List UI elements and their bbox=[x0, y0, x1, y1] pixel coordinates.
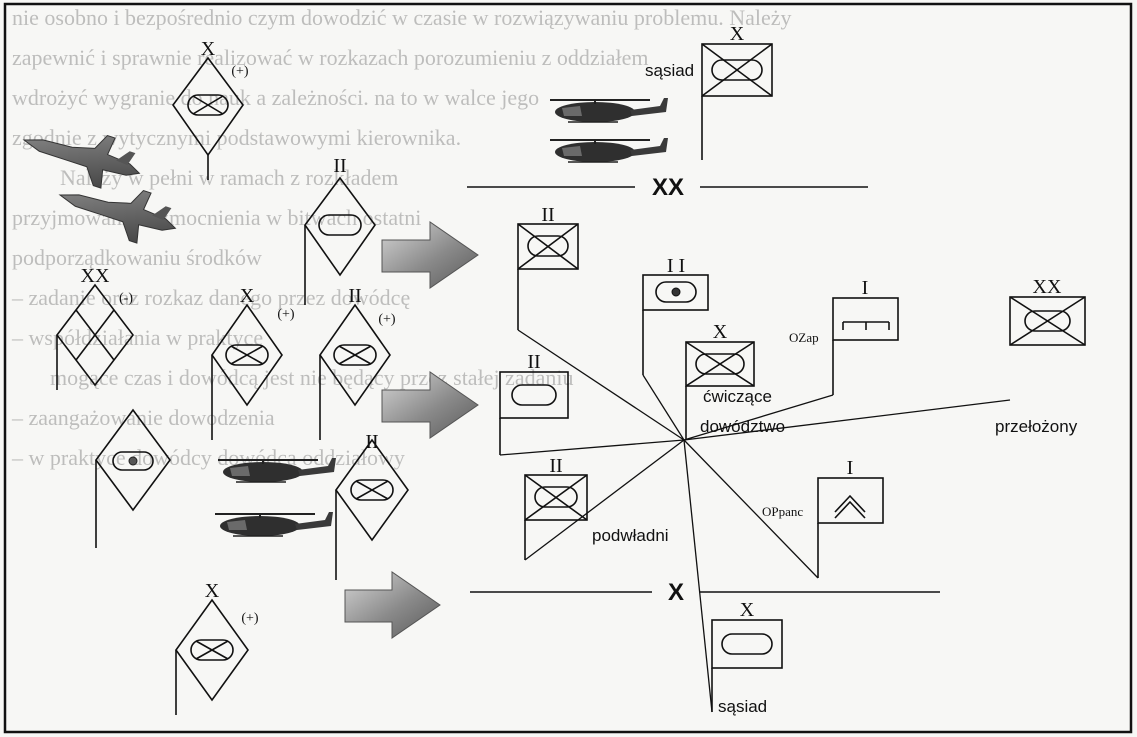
modifier-plus-mid: (+) bbox=[277, 307, 295, 322]
modifier-plus-ii: (+) bbox=[378, 312, 396, 327]
unit-x-plus-bottom bbox=[175, 598, 249, 715]
bg-text-line: przyjmowanie wzmocnienia w bitwach ostat… bbox=[12, 205, 422, 230]
echelon-i-engineer: I bbox=[862, 277, 869, 299]
label-exercising: ćwiczące bbox=[703, 387, 772, 406]
modifier-plus-bottom: (+) bbox=[241, 611, 259, 626]
label-subordinates: podwładni bbox=[592, 526, 669, 545]
bg-text-line: zapewnić i sprawnie realizować w rozkaza… bbox=[12, 45, 649, 70]
echelon-ii-low: II bbox=[365, 431, 378, 453]
unit-neighbor-bottom bbox=[711, 619, 783, 712]
boundary-label-xx: XX bbox=[652, 174, 684, 201]
signal-ii-dot bbox=[671, 287, 681, 297]
transfer-arrows bbox=[344, 221, 479, 639]
bg-text-line: podporządkowaniu środków bbox=[12, 245, 262, 270]
echelon-ii-mid: II bbox=[348, 285, 361, 307]
echelon-ii-upper: II bbox=[541, 204, 554, 226]
label-neighbor-bottom: sąsiad bbox=[718, 697, 767, 716]
bg-text-line: zgodnie z wytycznymi podstawowymi kierow… bbox=[12, 125, 462, 150]
signal-dot bbox=[128, 456, 138, 466]
unit-signal-ii bbox=[642, 274, 709, 375]
bg-text-line: – zaangażowanie dowodzenia bbox=[12, 405, 275, 430]
bg-text-line: nie osobno i bezpośrednio czym dowodzić … bbox=[12, 5, 792, 30]
echelon-x-bottom-neighbor: X bbox=[740, 599, 755, 621]
unit-engineer-i bbox=[832, 297, 899, 395]
unit-ii-upper bbox=[517, 223, 579, 330]
unit-ii-low bbox=[335, 438, 409, 580]
unit-x-plus-mid bbox=[211, 303, 283, 440]
echelon-x-center: X bbox=[713, 321, 728, 343]
boundary-label-x: X bbox=[668, 579, 684, 606]
command-lines bbox=[499, 329, 1011, 713]
unit-xx-superior bbox=[1009, 296, 1086, 346]
unit-signal-diamond bbox=[95, 408, 171, 548]
echelon-i-antitank: I bbox=[847, 457, 854, 479]
label-superior: przełożony bbox=[995, 417, 1078, 436]
unit-neighbor-top bbox=[701, 43, 773, 160]
echelon-xx: XX bbox=[81, 265, 110, 287]
echelon-ii-left: II bbox=[527, 351, 540, 373]
modifier-plus-top: (+) bbox=[231, 64, 249, 79]
label-neighbor-top: sąsiad bbox=[645, 61, 694, 80]
unit-ii-lower bbox=[524, 474, 588, 560]
echelon-x-bottom: X bbox=[205, 580, 220, 602]
jet-aircraft-icons bbox=[16, 110, 184, 254]
echelon-xx-right: XX bbox=[1033, 276, 1062, 298]
bg-text-line: – współdziałania w praktyce bbox=[12, 325, 264, 350]
bg-text-line: – w praktyce dowódcy dowódca oddziałowy bbox=[12, 445, 405, 470]
echelon-neighbor-top: X bbox=[730, 23, 745, 45]
unit-xx-minus bbox=[55, 283, 135, 390]
echelon-x-top: X bbox=[201, 38, 216, 60]
unit-antitank-i bbox=[817, 477, 884, 578]
unit-x-exercising-hq bbox=[685, 341, 755, 440]
unit-ii-plus-mid bbox=[319, 303, 391, 440]
unit-x-plus-top bbox=[172, 56, 244, 180]
bg-text-line: wdrożyć wygranie do nauk a zależności. n… bbox=[12, 85, 540, 110]
unit-ii-top bbox=[304, 176, 376, 305]
modifier-minus: (-) bbox=[119, 291, 133, 306]
diagram-border bbox=[3, 2, 1133, 734]
echelon-ii-top: II bbox=[333, 155, 346, 177]
unit-ii-left bbox=[499, 371, 569, 455]
label-opanc: OPpanc bbox=[762, 504, 803, 519]
echelon-signal-ii: I I bbox=[667, 255, 685, 277]
bg-text-line: mogące czas i dowódcą jest nie będący pr… bbox=[50, 365, 574, 390]
label-command: dowództwo bbox=[700, 417, 785, 436]
echelon-x-mid: X bbox=[240, 285, 255, 307]
label-ozap: OZap bbox=[789, 330, 819, 345]
echelon-ii-lower: II bbox=[549, 455, 562, 477]
